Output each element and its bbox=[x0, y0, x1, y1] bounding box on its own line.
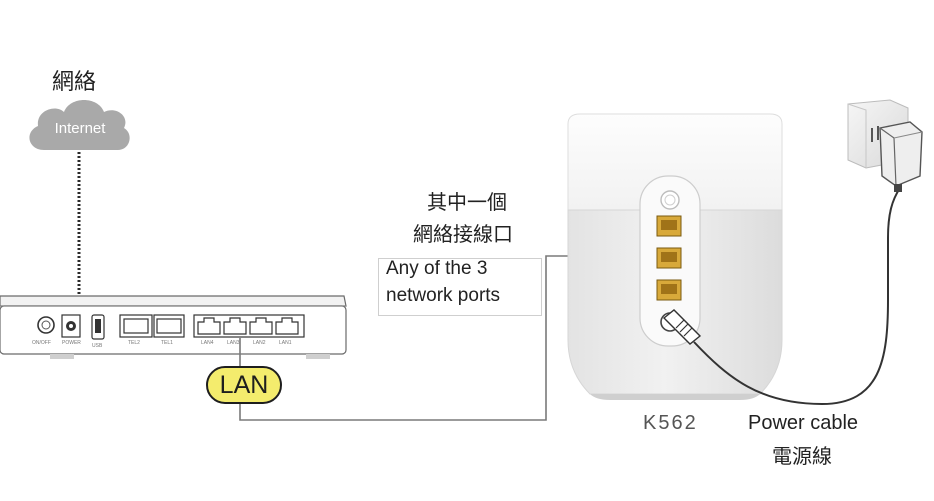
modem-port-label-tel1: TEL1 bbox=[161, 340, 173, 346]
power-cable-label-cn: 電源線 bbox=[772, 444, 832, 468]
device-model-label: K562 bbox=[643, 412, 698, 434]
lan-badge: LAN bbox=[206, 366, 282, 404]
modem-port-label-lan1: LAN1 bbox=[279, 340, 292, 346]
k562-device bbox=[567, 113, 783, 400]
modem-router bbox=[0, 295, 347, 359]
power-cable-label-en: Power cable bbox=[748, 412, 859, 434]
modem-port-label-tel2: TEL2 bbox=[128, 340, 140, 346]
network-label-cn: 網絡 bbox=[52, 70, 97, 95]
ports-label-cn-line2: 網絡接線口 bbox=[413, 222, 513, 246]
ports-label-en-line2: network ports bbox=[386, 285, 501, 306]
power-connector bbox=[660, 309, 702, 345]
modem-port-label-lan3: LAN3 bbox=[227, 340, 240, 346]
modem-port-label-lan4: LAN4 bbox=[201, 340, 214, 346]
power-adapter-icon bbox=[879, 121, 923, 192]
network-port-jacks bbox=[656, 215, 682, 301]
internet-label: Internet bbox=[54, 120, 106, 137]
modem-port-label-lan2: LAN2 bbox=[253, 340, 266, 346]
ports-label-en-line1: Any of the 3 bbox=[386, 258, 488, 279]
modem-port-label-usb: USB bbox=[92, 343, 103, 349]
ports-label-cn-line1: 其中一個 bbox=[427, 190, 507, 214]
modem-port-label-power: POWER bbox=[62, 340, 81, 346]
modem-port-label-onoff: ON/OFF bbox=[32, 340, 51, 346]
ports-callout-box bbox=[378, 258, 542, 316]
power-cable bbox=[693, 187, 901, 406]
internet-cloud-icon bbox=[29, 100, 130, 150]
